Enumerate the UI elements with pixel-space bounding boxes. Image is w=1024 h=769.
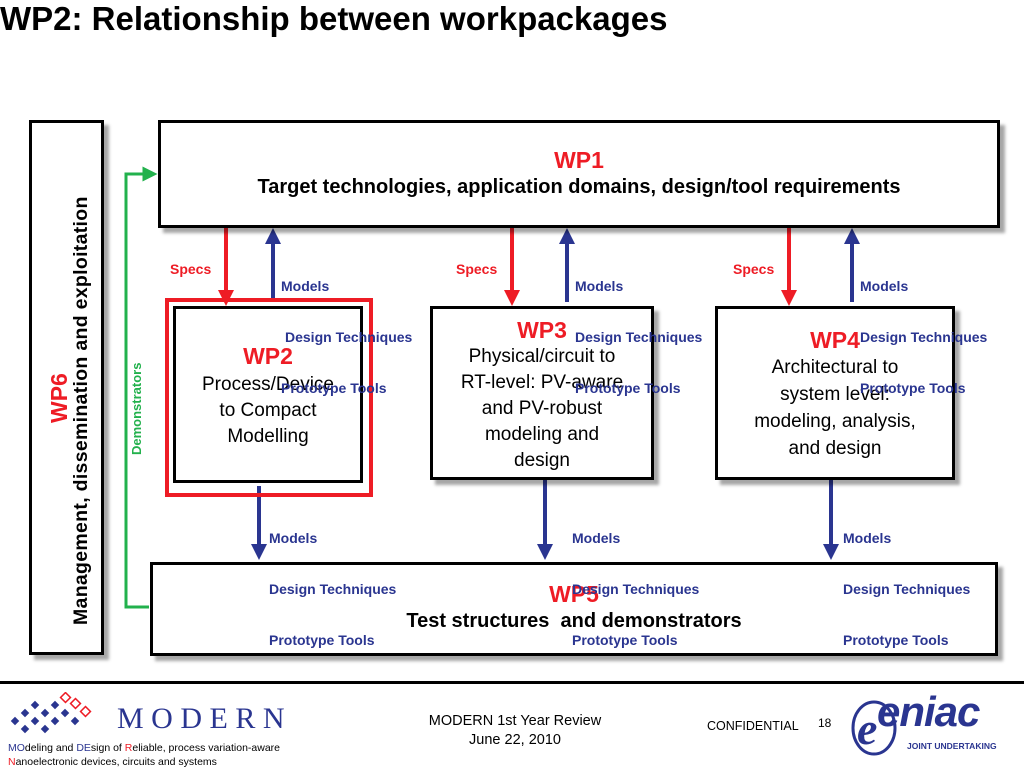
- specs-label-wp2: Specs: [170, 261, 212, 277]
- wp1-box: WP1 Target technologies, application dom…: [158, 120, 1000, 228]
- tagline-line1: MOdeling and DEsign of Reliable, process…: [8, 742, 281, 754]
- link-label-wp3-up: Models Design Techniques Prototype Tools: [575, 278, 703, 396]
- wp2-desc-line: Modelling: [227, 426, 309, 447]
- wp3-desc-line: Physical/circuit to: [468, 346, 616, 367]
- review-title: MODERN 1st Year Review: [428, 713, 602, 729]
- wp3-desc: Physical/circuit to RT-level: PV-aware a…: [433, 344, 651, 474]
- wp6-id: WP6: [46, 373, 72, 423]
- wp6-desc: Management, dissemination and exploitati…: [70, 196, 92, 625]
- wp3-desc-line: modeling and: [484, 424, 600, 445]
- link-label-wp2-up: Models Design Techniques Prototype Tools: [281, 278, 413, 396]
- footer-divider: [0, 681, 1024, 684]
- wp4-desc-line: system level:: [780, 384, 890, 405]
- wp2-desc: Process/Device to Compact Modelling: [176, 372, 360, 450]
- tagline-line2: Nanoelectronic devices, circuits and sys…: [8, 756, 217, 768]
- wp4-desc-line: modeling, analysis,: [754, 411, 916, 432]
- wp3-desc-line: RT-level: PV-aware: [460, 372, 624, 393]
- link-label-wp4-down: Models Design Techniques Prototype Tools: [843, 530, 971, 648]
- link-label-wp4-up: Models Design Techniques Prototype Tools: [860, 278, 988, 396]
- link-label-wp3-down: Models Design Techniques Prototype Tools: [572, 530, 700, 648]
- specs-label-wp3: Specs: [456, 261, 498, 277]
- wp3-desc-line: and PV-robust: [481, 398, 603, 419]
- wp6-box: WP6 Management, dissemination and exploi…: [29, 120, 104, 655]
- svg-text:e: e: [857, 703, 877, 754]
- wp5-desc: Test structures and demonstrators: [406, 610, 742, 632]
- confidential-label: CONFIDENTIAL: [707, 719, 799, 733]
- wp4-desc-line: Architectural to: [771, 357, 899, 378]
- wp2-box: WP2 Process/Device to Compact Modelling: [173, 306, 363, 483]
- page-title: WP2: Relationship between workpackages: [0, 0, 668, 37]
- modern-brand: M O D E R N: [117, 702, 285, 735]
- wp4-box: WP4 Architectural to system level: model…: [715, 306, 955, 480]
- wp3-box: WP3 Physical/circuit to RT-level: PV-awa…: [430, 306, 654, 480]
- eniac-e-icon: e: [851, 700, 897, 756]
- wp3-id: WP3: [517, 317, 567, 343]
- eniac-sub: JOINT UNDERTAKING: [907, 741, 997, 751]
- wp5-box: WP5 Test structures and demonstrators: [150, 562, 998, 656]
- review-info: MODERN 1st Year Review June 22, 2010: [395, 712, 635, 750]
- page-number: 18: [818, 716, 832, 730]
- wp1-id: WP1: [554, 147, 604, 173]
- wp5-id: WP5: [549, 581, 599, 607]
- review-date: June 22, 2010: [469, 732, 561, 748]
- demonstrators-arrow: [124, 166, 158, 609]
- wp4-desc: Architectural to system level: modeling,…: [718, 354, 952, 462]
- specs-label-wp4: Specs: [733, 261, 775, 277]
- link-label-wp2-down: Models Design Techniques Prototype Tools: [269, 530, 397, 648]
- wp3-desc-line: design: [514, 450, 570, 471]
- modern-tagline: MOdeling and DEsign of Reliable, process…: [8, 741, 280, 769]
- wp2-desc-line: to Compact: [219, 400, 317, 421]
- modern-logo-icon: [10, 692, 92, 734]
- wp1-desc: Target technologies, application domains…: [257, 176, 901, 198]
- demonstrators-label: Demonstrators: [129, 362, 144, 455]
- wp2-desc-line: Process/Device: [202, 374, 334, 395]
- wp2-highlight-frame: [165, 298, 373, 497]
- wp2-id: WP2: [243, 343, 293, 369]
- wp4-id: WP4: [810, 327, 860, 353]
- eniac-logo: eniac: [877, 688, 980, 735]
- wp4-desc-line: and design: [788, 438, 882, 459]
